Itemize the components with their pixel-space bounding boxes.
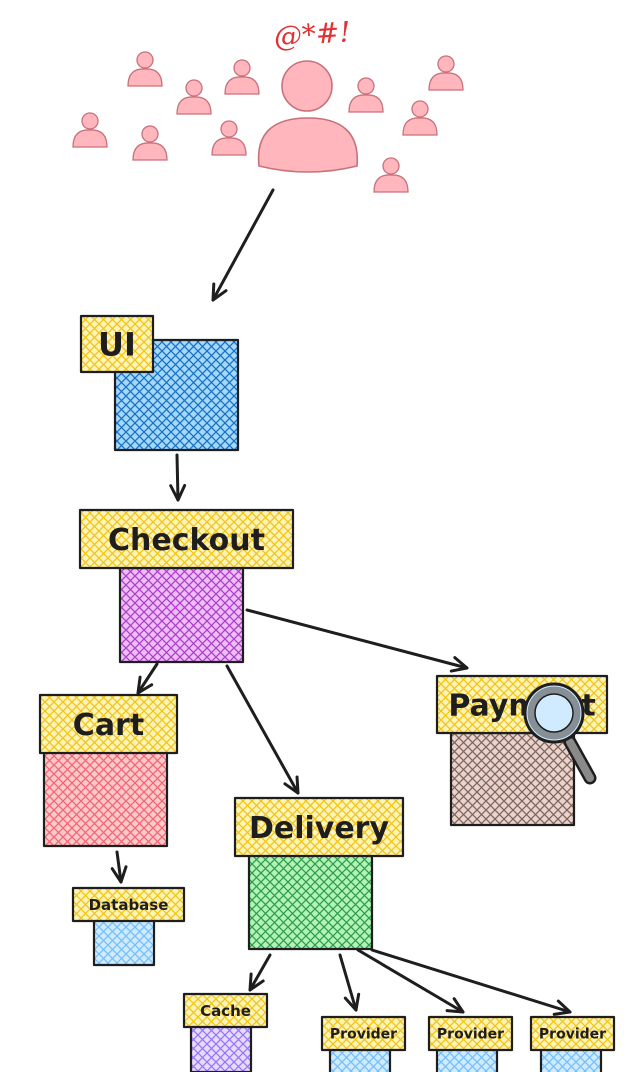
- arrow-delivery-to-provider1: [338, 953, 361, 1012]
- provider3-label-box: [529, 1015, 616, 1052]
- user-crowd-icon: [72, 51, 464, 193]
- cart-label: Cart: [73, 708, 144, 743]
- user-icon: [72, 112, 108, 148]
- cache-component-box: [189, 1022, 253, 1072]
- cart-component-box: [42, 748, 169, 848]
- user-icon: [211, 120, 247, 156]
- provider2-component-box: [435, 1046, 499, 1072]
- arrow-ui-to-checkout: [169, 453, 187, 502]
- user-icon: [348, 77, 384, 113]
- provider2-label-box: [427, 1015, 514, 1052]
- user-icon: [428, 55, 464, 91]
- checkout-label: Checkout: [108, 523, 265, 558]
- user-icon: [224, 59, 260, 95]
- checkout-label-box: [78, 508, 295, 570]
- provider1-label: Provider: [330, 1027, 397, 1043]
- provider1-label-box: [320, 1015, 407, 1052]
- provider3-label: Provider: [539, 1027, 606, 1043]
- delivery-component-box: [247, 853, 374, 951]
- database-label: Database: [89, 896, 169, 914]
- cache-label-box: [182, 992, 269, 1029]
- arrow-cart-to-database: [110, 850, 128, 884]
- checkout-component-box: [118, 566, 245, 664]
- angry-user-icon: [257, 60, 359, 173]
- ui-label-box: [79, 314, 155, 374]
- arrow-users-to-ui: [211, 188, 275, 302]
- arrow-delivery-to-provider3: [370, 948, 572, 1016]
- edges: [110, 188, 572, 1016]
- database-component-box: [92, 918, 156, 967]
- magnifier-icon: [523, 682, 597, 785]
- user-icon: [373, 157, 409, 193]
- payment-component-box: [449, 731, 576, 827]
- user-icon: [176, 79, 212, 115]
- cache-label: Cache: [200, 1002, 251, 1020]
- cart-label-box: [38, 693, 179, 755]
- delivery-label: Delivery: [249, 811, 390, 846]
- exclamation-text: @*#!: [273, 15, 352, 53]
- delivery-label-box: [233, 796, 405, 858]
- arrow-checkout-to-payment: [245, 608, 469, 673]
- arrow-delivery-to-provider2: [356, 948, 465, 1014]
- arrow-checkout-to-cart: [136, 662, 159, 695]
- provider1-component-box: [328, 1046, 392, 1072]
- provider3-component-box: [539, 1046, 603, 1072]
- user-icon: [132, 125, 168, 161]
- database-label-box: [71, 886, 186, 923]
- arrow-delivery-to-cache: [248, 953, 272, 992]
- arrow-checkout-to-delivery: [225, 664, 300, 795]
- user-icon: [127, 51, 163, 87]
- provider2-label: Provider: [437, 1027, 504, 1043]
- ui-label: UI: [98, 326, 136, 364]
- user-icon: [402, 100, 438, 136]
